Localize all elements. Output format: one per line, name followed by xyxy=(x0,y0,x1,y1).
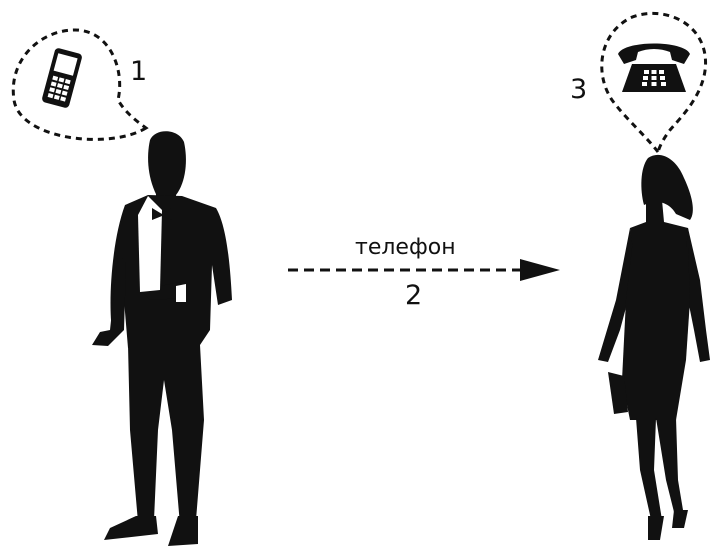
man-shirt xyxy=(138,196,186,302)
step-2-label: 2 xyxy=(405,280,423,311)
step-1-label: 1 xyxy=(130,56,148,87)
call-arrow xyxy=(288,259,560,281)
desk-telephone-icon xyxy=(618,43,690,92)
right-speech-bubble xyxy=(600,11,708,156)
left-speech-bubble xyxy=(11,28,149,141)
arrow-label: телефон xyxy=(355,235,456,260)
mobile-phone-icon xyxy=(42,48,82,108)
step-3-label: 3 xyxy=(570,74,588,105)
man-silhouette xyxy=(92,131,232,546)
woman-silhouette xyxy=(598,154,710,540)
